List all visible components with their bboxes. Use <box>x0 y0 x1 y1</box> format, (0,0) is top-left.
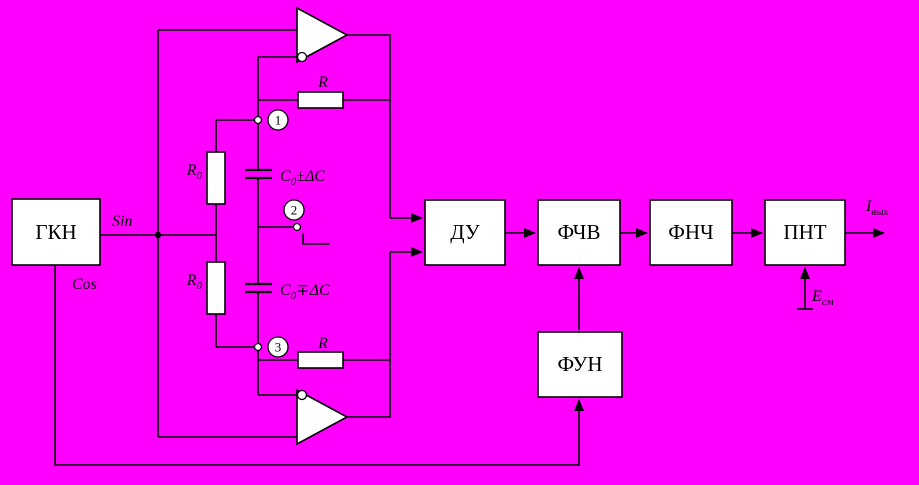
block-gkn-label: ГКН <box>35 220 76 244</box>
wire-node2-contact <box>302 233 330 245</box>
opamp-top-icon <box>296 6 349 64</box>
label-r-bottom: R <box>317 335 328 352</box>
capacitors <box>245 168 272 294</box>
terminal-3 <box>253 342 263 352</box>
label-cap-bottom: C0∓ΔC <box>280 282 330 302</box>
block-pnt-label: ПНТ <box>783 220 826 244</box>
node-badge-3: 3 <box>267 336 289 358</box>
block-fchv-label: ФЧВ <box>558 220 601 244</box>
opamp-bottom-icon <box>296 388 349 446</box>
label-cap-top: C0±ΔC <box>280 168 325 188</box>
label-r-top: R <box>317 74 328 91</box>
node-2-number: 2 <box>291 203 298 218</box>
block-fun: ФУН <box>537 331 623 398</box>
label-e-offset: Eсм <box>811 288 834 308</box>
node-1-number: 1 <box>275 113 282 128</box>
terminal-1 <box>253 115 263 125</box>
wires <box>54 29 885 466</box>
node-badge-1: 1 <box>267 109 289 131</box>
wire-opamp-bottom-output <box>347 252 391 418</box>
resistor-r0-top <box>206 151 226 205</box>
block-du: ДУ <box>424 199 506 266</box>
label-i-out: Iвых <box>865 198 889 218</box>
block-du-label: ДУ <box>450 220 480 244</box>
resistor-r0-bottom <box>206 261 226 315</box>
block-gkn: ГКН <box>11 198 101 266</box>
block-fun-label: ФУН <box>557 352 602 376</box>
wire-opamp-top-output <box>347 34 391 218</box>
opamp-bottom-inverting-bubble <box>296 389 308 401</box>
wire-cos-to-fun <box>54 266 584 466</box>
label-sin: Sin <box>112 213 132 230</box>
resistor-r-bottom <box>297 351 344 369</box>
label-cos: Cos <box>72 276 97 293</box>
block-fnch: ФНЧ <box>649 199 733 266</box>
opamp-top-inverting-bubble <box>296 51 308 63</box>
label-r0-top: R0 <box>186 162 203 182</box>
resistor-r-top <box>297 91 344 109</box>
block-fchv: ФЧВ <box>537 199 621 266</box>
block-fnch-label: ФНЧ <box>668 220 714 244</box>
node-badge-2: 2 <box>283 199 305 221</box>
block-pnt: ПНТ <box>764 199 846 266</box>
terminal-2 <box>292 222 302 232</box>
node-3-number: 3 <box>275 340 282 355</box>
label-r0-bottom: R0 <box>186 272 203 292</box>
junction-dot <box>154 231 162 239</box>
